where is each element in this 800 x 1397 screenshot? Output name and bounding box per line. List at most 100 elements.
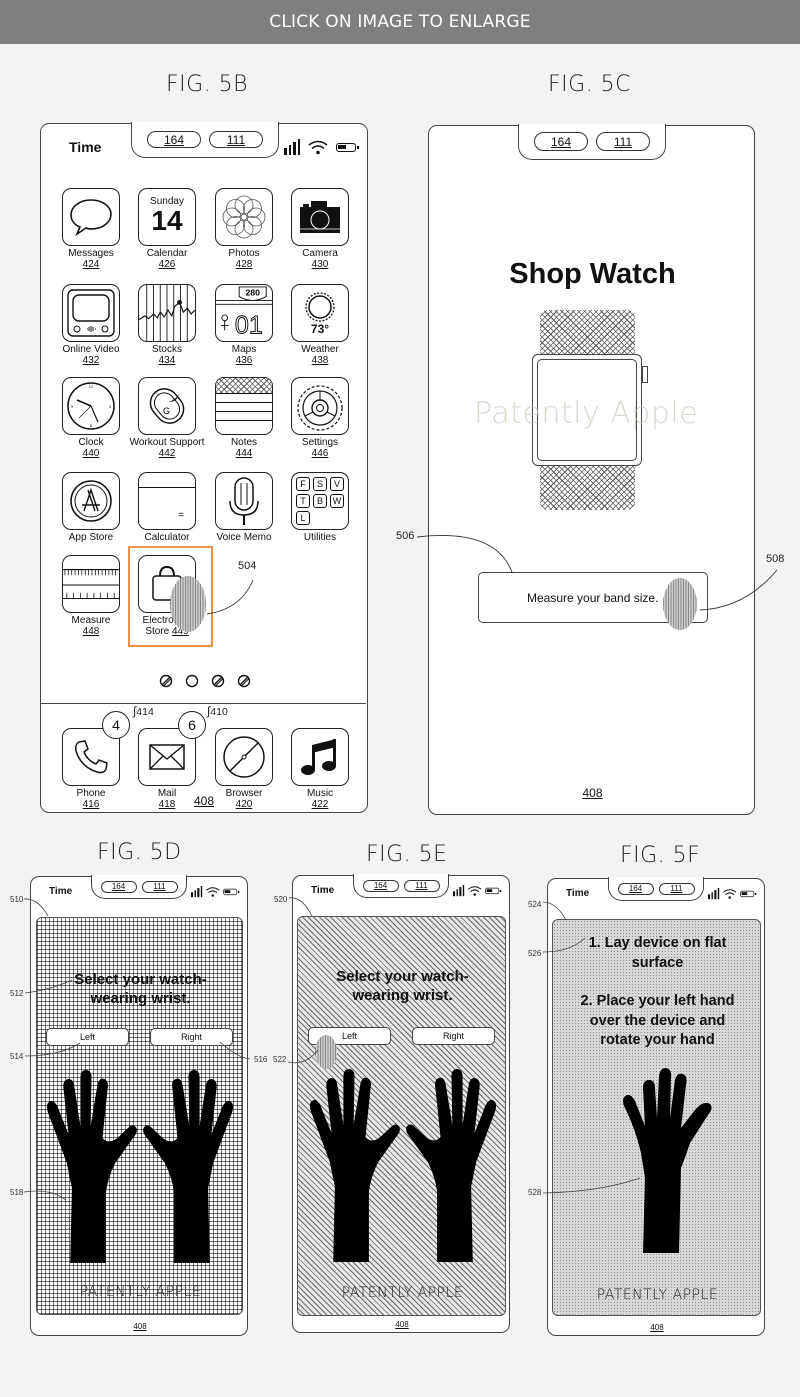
notch-pill-111: 111 [596, 132, 650, 151]
app-online-video[interactable]: Online Video 432 [61, 284, 121, 366]
left-button[interactable]: Left [46, 1028, 129, 1046]
right-button[interactable]: Right [150, 1028, 233, 1046]
app-calendar[interactable]: Sunday 14 Calendar 426 [137, 188, 197, 270]
tv-icon [67, 289, 115, 337]
route-number: 280 [245, 288, 260, 298]
single-hand-illustration [622, 1068, 712, 1253]
utility-key: B [313, 494, 327, 508]
app-label: Notes [230, 437, 258, 448]
app-camera[interactable]: Camera 430 [290, 188, 350, 270]
watermark: PATENTLY APPLE [341, 1285, 464, 1301]
app-voice-memo[interactable]: Voice Memo [214, 472, 274, 543]
notch-pill-111: 111 [209, 131, 263, 148]
app-label: Voice Memo [216, 532, 272, 543]
app-notes[interactable]: Notes 444 [214, 377, 274, 459]
page-dot[interactable] [159, 674, 173, 688]
device-ref-408: 408 [395, 1320, 409, 1329]
app-app-store[interactable]: App Store [61, 472, 121, 543]
page-dot[interactable] [211, 674, 225, 688]
right-button[interactable]: Right [412, 1027, 495, 1045]
wifi-icon [206, 886, 220, 897]
notch: 164 111 [518, 124, 666, 160]
mail-icon [149, 744, 185, 770]
ref-label-516: 516 [254, 1055, 268, 1064]
phone-icon [75, 740, 108, 774]
app-messages[interactable]: Messages 424 [61, 188, 121, 270]
mail-badge: 6 [178, 711, 206, 739]
app-label: Photos [228, 248, 260, 259]
wrist-select-screen: Select your watch-wearing wrist. Left Ri… [36, 917, 243, 1315]
app-stocks[interactable]: Stocks 434 [137, 284, 197, 366]
ref-number: 448 [82, 626, 100, 637]
notch: 164 111 [353, 874, 449, 898]
watermark: PATENTLY APPLE [596, 1287, 719, 1303]
utility-key: L [296, 511, 310, 525]
page-indicator[interactable] [159, 674, 251, 688]
svg-text:3: 3 [109, 404, 112, 409]
ref-label-510: 510 [10, 895, 24, 904]
app-calculator[interactable]: = Calculator [137, 472, 197, 543]
app-workout-support[interactable]: G Workout Support 442 [130, 377, 204, 459]
svg-text:G: G [163, 406, 170, 416]
battery-icon [740, 890, 757, 897]
status-icons [284, 139, 359, 155]
fig-5d-device: Time 164 111 Select your watch-wearing w… [30, 875, 248, 1336]
page-dot[interactable] [237, 674, 251, 688]
ref-number: 440 [82, 448, 100, 459]
app-weather[interactable]: 73° Weather 438 [290, 284, 350, 366]
ref-label-514: 514 [10, 1052, 24, 1061]
device-ref-408: 408 [194, 794, 215, 808]
ref-label-524: 524 [528, 900, 542, 909]
right-hand [406, 1069, 497, 1262]
status-icons [708, 888, 757, 900]
svg-text:9: 9 [71, 404, 74, 409]
dock-music[interactable]: Music 422 [290, 728, 350, 810]
instructions-text: 1. Lay device on flat surface 2. Place y… [580, 935, 735, 1048]
ref-label-512: 512 [10, 989, 24, 998]
fig-5b-device: Time 164 111 Messages 424 Sunday 14 Cale… [40, 122, 368, 813]
touch-contact-508 [663, 578, 697, 630]
two-hands-illustration [46, 1070, 234, 1263]
enlarge-banner[interactable]: CLICK ON IMAGE TO ENLARGE [0, 0, 800, 44]
fig-5f-title: FIG. 5F [620, 843, 701, 868]
notch-pill-111: 111 [403, 879, 440, 892]
signal-icon [191, 886, 203, 898]
device-ref-408: 408 [133, 1322, 147, 1331]
dock-mail[interactable]: Mail 418 [137, 728, 197, 810]
dock-phone[interactable]: Phone 416 [61, 728, 121, 810]
app-photos[interactable]: Photos 428 [214, 188, 274, 270]
watch-band-top [540, 310, 635, 358]
battery-icon [485, 887, 502, 894]
app-label: Music [306, 788, 334, 799]
notes-icon [215, 377, 273, 435]
phone-badge: 4 [102, 711, 130, 739]
app-settings[interactable]: Settings 446 [290, 377, 350, 459]
utility-key: F [296, 477, 310, 491]
app-label: Camera [302, 248, 338, 259]
app-label: Mail [157, 788, 177, 799]
wifi-icon [468, 885, 482, 896]
ref-number: 416 [82, 799, 100, 810]
watch-crown [642, 366, 648, 383]
app-measure[interactable]: Measure 448 [61, 555, 121, 637]
app-label: Calendar [146, 248, 188, 259]
watch-band-bottom [540, 464, 635, 510]
status-time: Time [69, 139, 102, 155]
page-dot-active[interactable] [185, 674, 199, 688]
dock-browser[interactable]: Browser 420 [214, 728, 274, 810]
right-hand [143, 1070, 234, 1263]
signal-icon [453, 885, 465, 897]
ref-label-528: 528 [528, 1188, 542, 1197]
app-label: Online Video [62, 344, 120, 355]
notch: 164 111 [131, 122, 279, 158]
ref-number: 422 [311, 799, 329, 810]
svg-text:6: 6 [90, 423, 93, 428]
ref-number: 432 [82, 355, 100, 366]
status-time: Time [566, 888, 590, 899]
music-note-icon [301, 739, 336, 775]
notch: 164 111 [91, 875, 187, 899]
